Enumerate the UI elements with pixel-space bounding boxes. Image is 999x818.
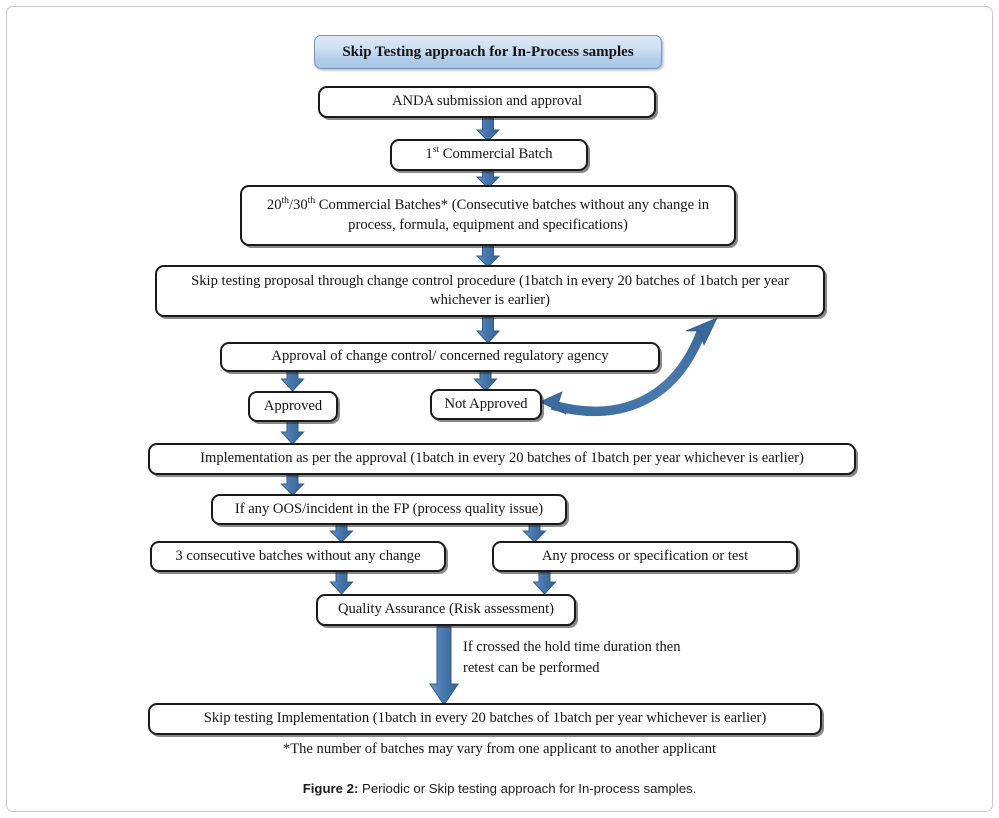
node-quality-assurance: Quality Assurance (Risk assessment) xyxy=(316,594,576,626)
figure-caption-text: Periodic or Skip testing approach for In… xyxy=(358,781,697,796)
arrow-anda-to-first-batch xyxy=(475,115,501,142)
figure-caption: Figure 2: Periodic or Skip testing appro… xyxy=(0,781,999,796)
node-anda-submission-label: ANDA submission and approval xyxy=(391,93,583,110)
arrow-any-process-to-qa xyxy=(532,569,557,595)
node-not-approved: Not Approved xyxy=(430,389,542,420)
arrow-three-batches-to-qa xyxy=(329,569,354,595)
node-oos-incident: If any OOS/incident in the FP (process q… xyxy=(211,494,567,525)
node-implementation: Implementation as per the approval (1bat… xyxy=(148,443,856,475)
figure-footnote: *The number of batches may vary from one… xyxy=(282,741,717,757)
node-anda-submission: ANDA submission and approval xyxy=(318,86,656,118)
node-three-consecutive-batches: 3 consecutive batches without any change xyxy=(150,541,446,572)
node-first-commercial-batch-label: 1st Commercial Batch xyxy=(425,144,553,163)
arrow-proposal-to-approval xyxy=(475,314,501,344)
arrow-approved-to-implementation xyxy=(280,419,305,445)
arrow-approval-to-approved xyxy=(280,368,305,392)
node-oos-incident-label: If any OOS/incident in the FP (process q… xyxy=(234,500,544,517)
node-approval-change-control-label: Approval of change control/ concerned re… xyxy=(271,348,609,365)
node-three-consecutive-batches-label: 3 consecutive batches without any change xyxy=(175,547,421,564)
edge-label-hold-time: If crossed the hold time duration then r… xyxy=(463,639,681,677)
node-skip-testing-proposal-label: Skip testing proposal through change con… xyxy=(191,272,789,308)
title-banner-label: Skip Testing approach for In-Process sam… xyxy=(342,43,634,60)
node-any-process-spec-test: Any process or specification or test xyxy=(492,541,798,572)
arrow-implementation-to-oos xyxy=(280,474,305,496)
node-quality-assurance-label: Quality Assurance (Risk assessment) xyxy=(337,601,555,618)
node-commercial-batches-label: 20th/30th Commercial Batches* (Consecuti… xyxy=(266,195,710,233)
node-approved-label: Approved xyxy=(263,397,323,414)
node-first-commercial-batch: 1st Commercial Batch xyxy=(390,139,588,171)
figure-caption-label: Figure 2: xyxy=(302,781,359,796)
title-banner: Skip Testing approach for In-Process sam… xyxy=(314,35,662,69)
node-skip-testing-implementation: Skip testing Implementation (1batch in e… xyxy=(148,703,822,735)
node-approved: Approved xyxy=(248,391,338,422)
node-approval-change-control: Approval of change control/ concerned re… xyxy=(220,342,660,372)
arrow-qa-to-skip-implementation xyxy=(429,624,459,706)
node-any-process-spec-test-label: Any process or specification or test xyxy=(541,547,749,564)
node-implementation-label: Implementation as per the approval (1bat… xyxy=(200,450,804,467)
node-skip-testing-proposal: Skip testing proposal through change con… xyxy=(155,265,825,317)
node-not-approved-label: Not Approved xyxy=(444,395,528,412)
node-commercial-batches: 20th/30th Commercial Batches* (Consecuti… xyxy=(240,185,736,246)
arrow-commercial-batches-to-proposal xyxy=(475,242,501,268)
node-skip-testing-implementation-label: Skip testing Implementation (1batch in e… xyxy=(203,710,767,727)
arrow-approval-to-not-approved xyxy=(473,368,498,392)
